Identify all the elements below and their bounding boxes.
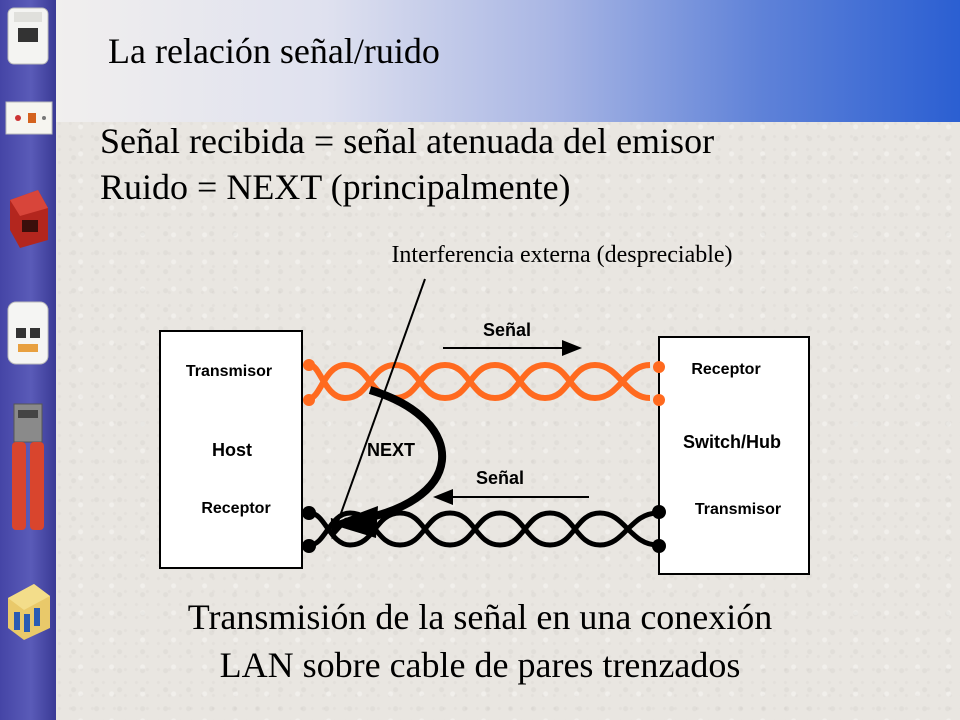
sidebar: [0, 0, 56, 720]
header-gradient-band: [56, 0, 960, 122]
top-twisted-pair: [308, 361, 651, 402]
slide-title: La relación señal/ruido: [108, 31, 440, 71]
host-receiver-label: Receptor: [201, 500, 270, 517]
switch-name-label: Switch/Hub: [683, 432, 781, 452]
switch-box: [658, 336, 810, 575]
surface-box-icon: [7, 301, 49, 365]
caption-line-1: Transmisión de la señal en una conexión: [187, 597, 773, 637]
switch-transmitter-label: Transmisor: [695, 501, 781, 518]
faceplate-icon: [5, 101, 53, 135]
signal-top-label: Señal: [483, 320, 531, 340]
interference-arrow: [330, 278, 426, 540]
host-name-label: Host: [212, 440, 252, 460]
punch-block-icon: [8, 584, 50, 640]
rj45-jack-red-icon: [10, 190, 48, 248]
next-label: NEXT: [367, 440, 415, 460]
bullet-signal-definition: Señal recibida = señal atenuada del emis…: [100, 121, 715, 161]
host-box: [159, 330, 303, 569]
next-arrowhead: [330, 506, 378, 538]
caption-line-2: LAN sobre cable de pares trenzados: [219, 645, 741, 685]
bottom-pair-terminals: [302, 505, 666, 553]
switch-receiver-label: Receptor: [691, 361, 760, 378]
signal-bottom-label: Señal: [476, 468, 524, 488]
interference-label: Interferencia externa (despreciable): [391, 242, 732, 268]
next-arrow: [344, 386, 446, 526]
wall-socket-icon: [7, 7, 49, 65]
host-transmitter-label: Transmisor: [186, 363, 272, 380]
bullet-noise-definition: Ruido = NEXT (principalmente): [100, 167, 571, 207]
top-pair-terminals: [303, 359, 665, 406]
crimping-tool-icon: [12, 403, 44, 530]
